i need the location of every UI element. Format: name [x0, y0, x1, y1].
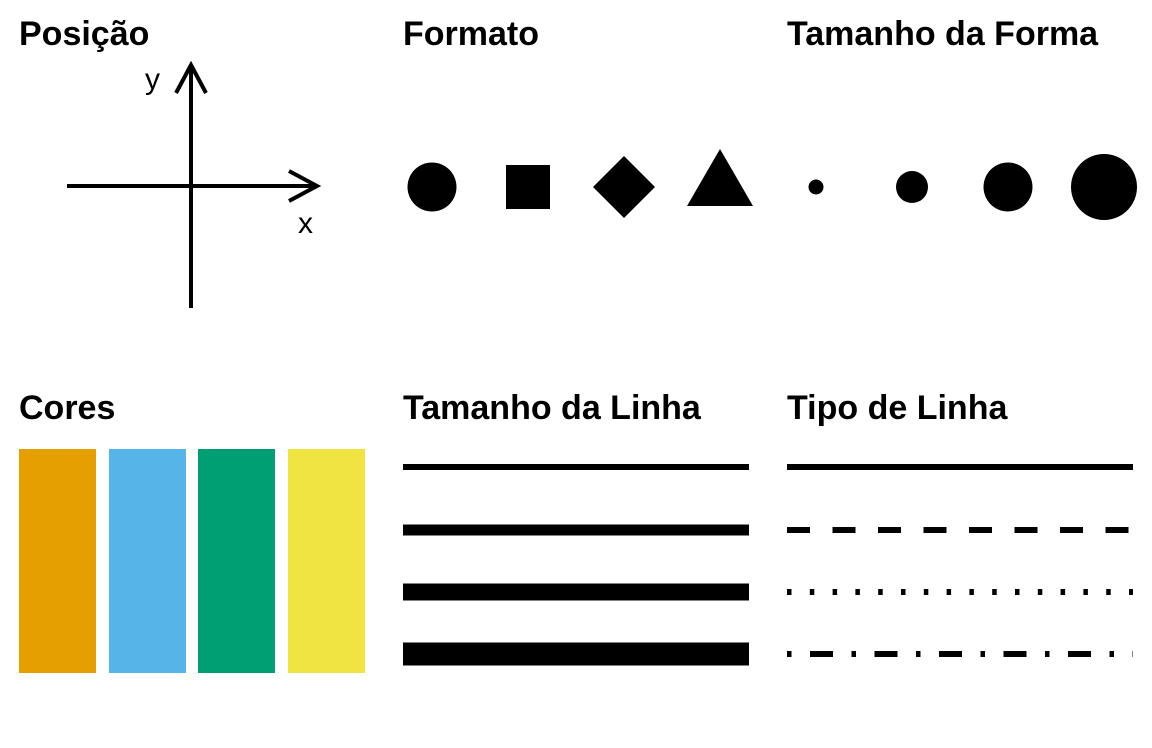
panel-title-position: Posição [19, 15, 150, 53]
panel-title-line-type: Tipo de Linha [787, 389, 1008, 427]
x-axis-label: x [298, 207, 313, 240]
position-axes [67, 60, 322, 308]
square-shape-icon [506, 165, 550, 209]
panel-title-colors: Cores [19, 389, 116, 427]
size-circle-large-icon [1071, 154, 1137, 220]
color-swatch-yellow [288, 449, 365, 673]
color-swatch-sky-blue [109, 449, 186, 673]
panel-title-line-size: Tamanho da Linha [403, 389, 701, 427]
y-axis-label: y [145, 63, 160, 96]
color-swatches [19, 449, 365, 673]
size-circle-small-icon [808, 179, 824, 195]
shape-set [407, 149, 753, 218]
size-circle-medium-large-icon [983, 162, 1033, 212]
y-axis-arrowhead-icon [174, 60, 208, 94]
panel-title-shape: Formato [403, 15, 539, 53]
color-swatch-green [198, 449, 275, 673]
line-type-set [787, 464, 1133, 657]
color-swatch-orange [19, 449, 96, 673]
panel-title-shape-size: Tamanho da Forma [787, 15, 1099, 53]
circle-shape-icon [407, 162, 457, 212]
line-size-set [403, 464, 749, 666]
shape-size-set [808, 154, 1137, 220]
size-circle-medium-small-icon [896, 171, 928, 203]
triangle-shape-icon [687, 149, 753, 206]
x-axis-arrowhead-icon [288, 169, 322, 203]
diamond-shape-icon [593, 156, 655, 218]
